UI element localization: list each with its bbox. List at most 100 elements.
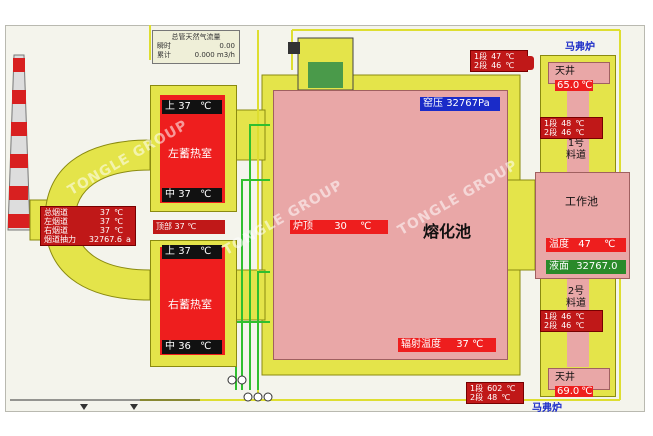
working-end-level-label: 液面: [549, 261, 569, 272]
patio-bottom-unit: ℃: [581, 386, 593, 397]
muffle-top-r1-value: 47: [491, 52, 502, 61]
right-regen-top-value: 37: [178, 246, 191, 257]
arc-duct: [44, 139, 151, 301]
chimney-band: [12, 90, 26, 104]
patio-top-value: 65.0: [555, 80, 582, 91]
left-regen-title: 左蓄热室: [168, 147, 212, 160]
furnace-pressure-unit: Pa: [478, 98, 490, 109]
flue-row-unit: ℃: [114, 208, 123, 217]
charger-motor: [288, 42, 300, 54]
muffle-bottom-title: 马弗炉: [532, 403, 562, 414]
working-end-temp-label: 温度: [549, 239, 569, 250]
left-regen-top-unit: ℃: [200, 101, 212, 112]
gas-flow-title: 总管天然气流量: [171, 33, 221, 41]
fh2-r2-value: 46: [561, 321, 572, 330]
radiation-temp-label: 辐射温度: [401, 339, 441, 350]
fh1-r2-value: 46: [561, 128, 572, 137]
vault-temp-unit: ℃: [187, 222, 197, 231]
batch-charger-window: [308, 62, 343, 88]
left-regen-mid-unit: ℃: [200, 189, 212, 200]
forehearth1-title-line2: 料道: [566, 150, 586, 161]
muffle-top-r1-label: 1段: [474, 52, 488, 61]
furnace-pressure-label: 窑压: [423, 98, 443, 109]
fh1-r2-unit: ℃: [575, 128, 585, 137]
left-regen-mid-value: 37: [178, 189, 191, 200]
working-end-title: 工作池: [565, 195, 598, 208]
fh2-r1-value: 46: [561, 312, 572, 321]
patio-top-label: 天井: [555, 66, 575, 77]
flue-row: 右烟道 37 ℃: [44, 226, 132, 235]
furnace-pressure-value: 32767: [446, 98, 478, 109]
chimney-band: [9, 186, 28, 200]
chimney-band: [8, 214, 30, 228]
left-regen-top-readout: 上 37 ℃: [162, 100, 222, 114]
patio-bottom-readout: 天井 69.0℃: [552, 371, 606, 397]
forehearth1-title-line1: 1号: [567, 138, 585, 149]
working-end-level-readout: 液面 32767.0: [546, 260, 626, 274]
right-regen-mid-unit: ℃: [200, 341, 212, 352]
right-regen-title: 右蓄热室: [168, 298, 212, 311]
working-end-temp-readout: 温度 47 ℃: [546, 238, 626, 252]
gas-flow-total-label: 累计: [157, 51, 171, 59]
working-end-temp-unit: ℃: [604, 239, 616, 250]
furnace-title: 熔化池: [423, 222, 472, 241]
gas-flow-instant-label: 瞬时: [157, 42, 171, 50]
fh2-r1-unit: ℃: [575, 312, 585, 321]
right-regen-mid-readout: 中 36 ℃: [162, 340, 222, 354]
flue-row-label: 烟道抽力: [44, 235, 76, 244]
muffle-top-valve-icon[interactable]: [524, 56, 534, 70]
muffle-bottom-r2-unit: ℃: [501, 393, 511, 402]
muffle-top-title: 马弗炉: [565, 42, 595, 53]
gas-flow-instant-value: 0.00: [219, 42, 235, 50]
flue-row-value: 32767.6: [88, 235, 122, 244]
chimney: [7, 54, 31, 231]
right-regen-mid-label: 中: [165, 341, 175, 352]
flue-row-value: 37: [99, 226, 110, 235]
furnace-crown-unit: ℃: [360, 221, 372, 232]
radiation-temp-value: 37: [456, 339, 469, 350]
right-regen-top-label: 上: [165, 246, 175, 257]
gas-flow-total-value: 0.000: [194, 51, 215, 59]
muffle-bottom-r1-value: 602: [487, 384, 503, 393]
fh2-r1-label: 1段: [544, 312, 558, 321]
patio-top-unit: ℃: [581, 80, 593, 91]
flue-row-label: 左烟道: [44, 217, 68, 226]
flue-row-label: 右烟道: [44, 226, 68, 235]
radiation-temp-readout: 辐射温度 37 ℃: [398, 338, 496, 352]
working-end-level-value: 32767.0: [576, 261, 618, 272]
left-regen-top-label: 上: [165, 101, 175, 112]
muffle-top-r2-unit: ℃: [505, 61, 515, 70]
muffle-bottom-r2-label: 2段: [470, 393, 484, 402]
fh1-r1-label: 1段: [544, 119, 558, 128]
furnace-crown-readout: 炉顶 30 ℃: [290, 220, 388, 234]
fh2-r2-label: 2段: [544, 321, 558, 330]
forehearth1-title: 1号 料道: [566, 138, 586, 162]
fh1-r2-label: 2段: [544, 128, 558, 137]
vault-temp-value: 37: [174, 222, 185, 231]
vault-temp-readout: 顶部 37 ℃: [153, 220, 225, 234]
left-regen-mid-label: 中: [165, 189, 175, 200]
left-regen-top-value: 37: [178, 101, 191, 112]
flue-row-unit: ℃: [114, 217, 123, 226]
muffle-bottom-r1-unit: ℃: [506, 384, 516, 393]
working-end-temp-value: 47: [578, 239, 591, 250]
right-regen-top-unit: ℃: [200, 246, 212, 257]
right-regenerator[interactable]: [160, 247, 225, 355]
gas-flow-total-unit: m3/h: [216, 51, 235, 59]
radiation-temp-unit: ℃: [472, 339, 484, 350]
patio-bottom-label: 天井: [555, 372, 575, 383]
flue-row-unit: ℃: [114, 226, 123, 235]
throat: [504, 179, 536, 271]
left-regen-mid-readout: 中 37 ℃: [162, 188, 222, 202]
forehearth2-title-line2: 料道: [566, 298, 586, 309]
right-regen-mid-value: 36: [178, 341, 191, 352]
